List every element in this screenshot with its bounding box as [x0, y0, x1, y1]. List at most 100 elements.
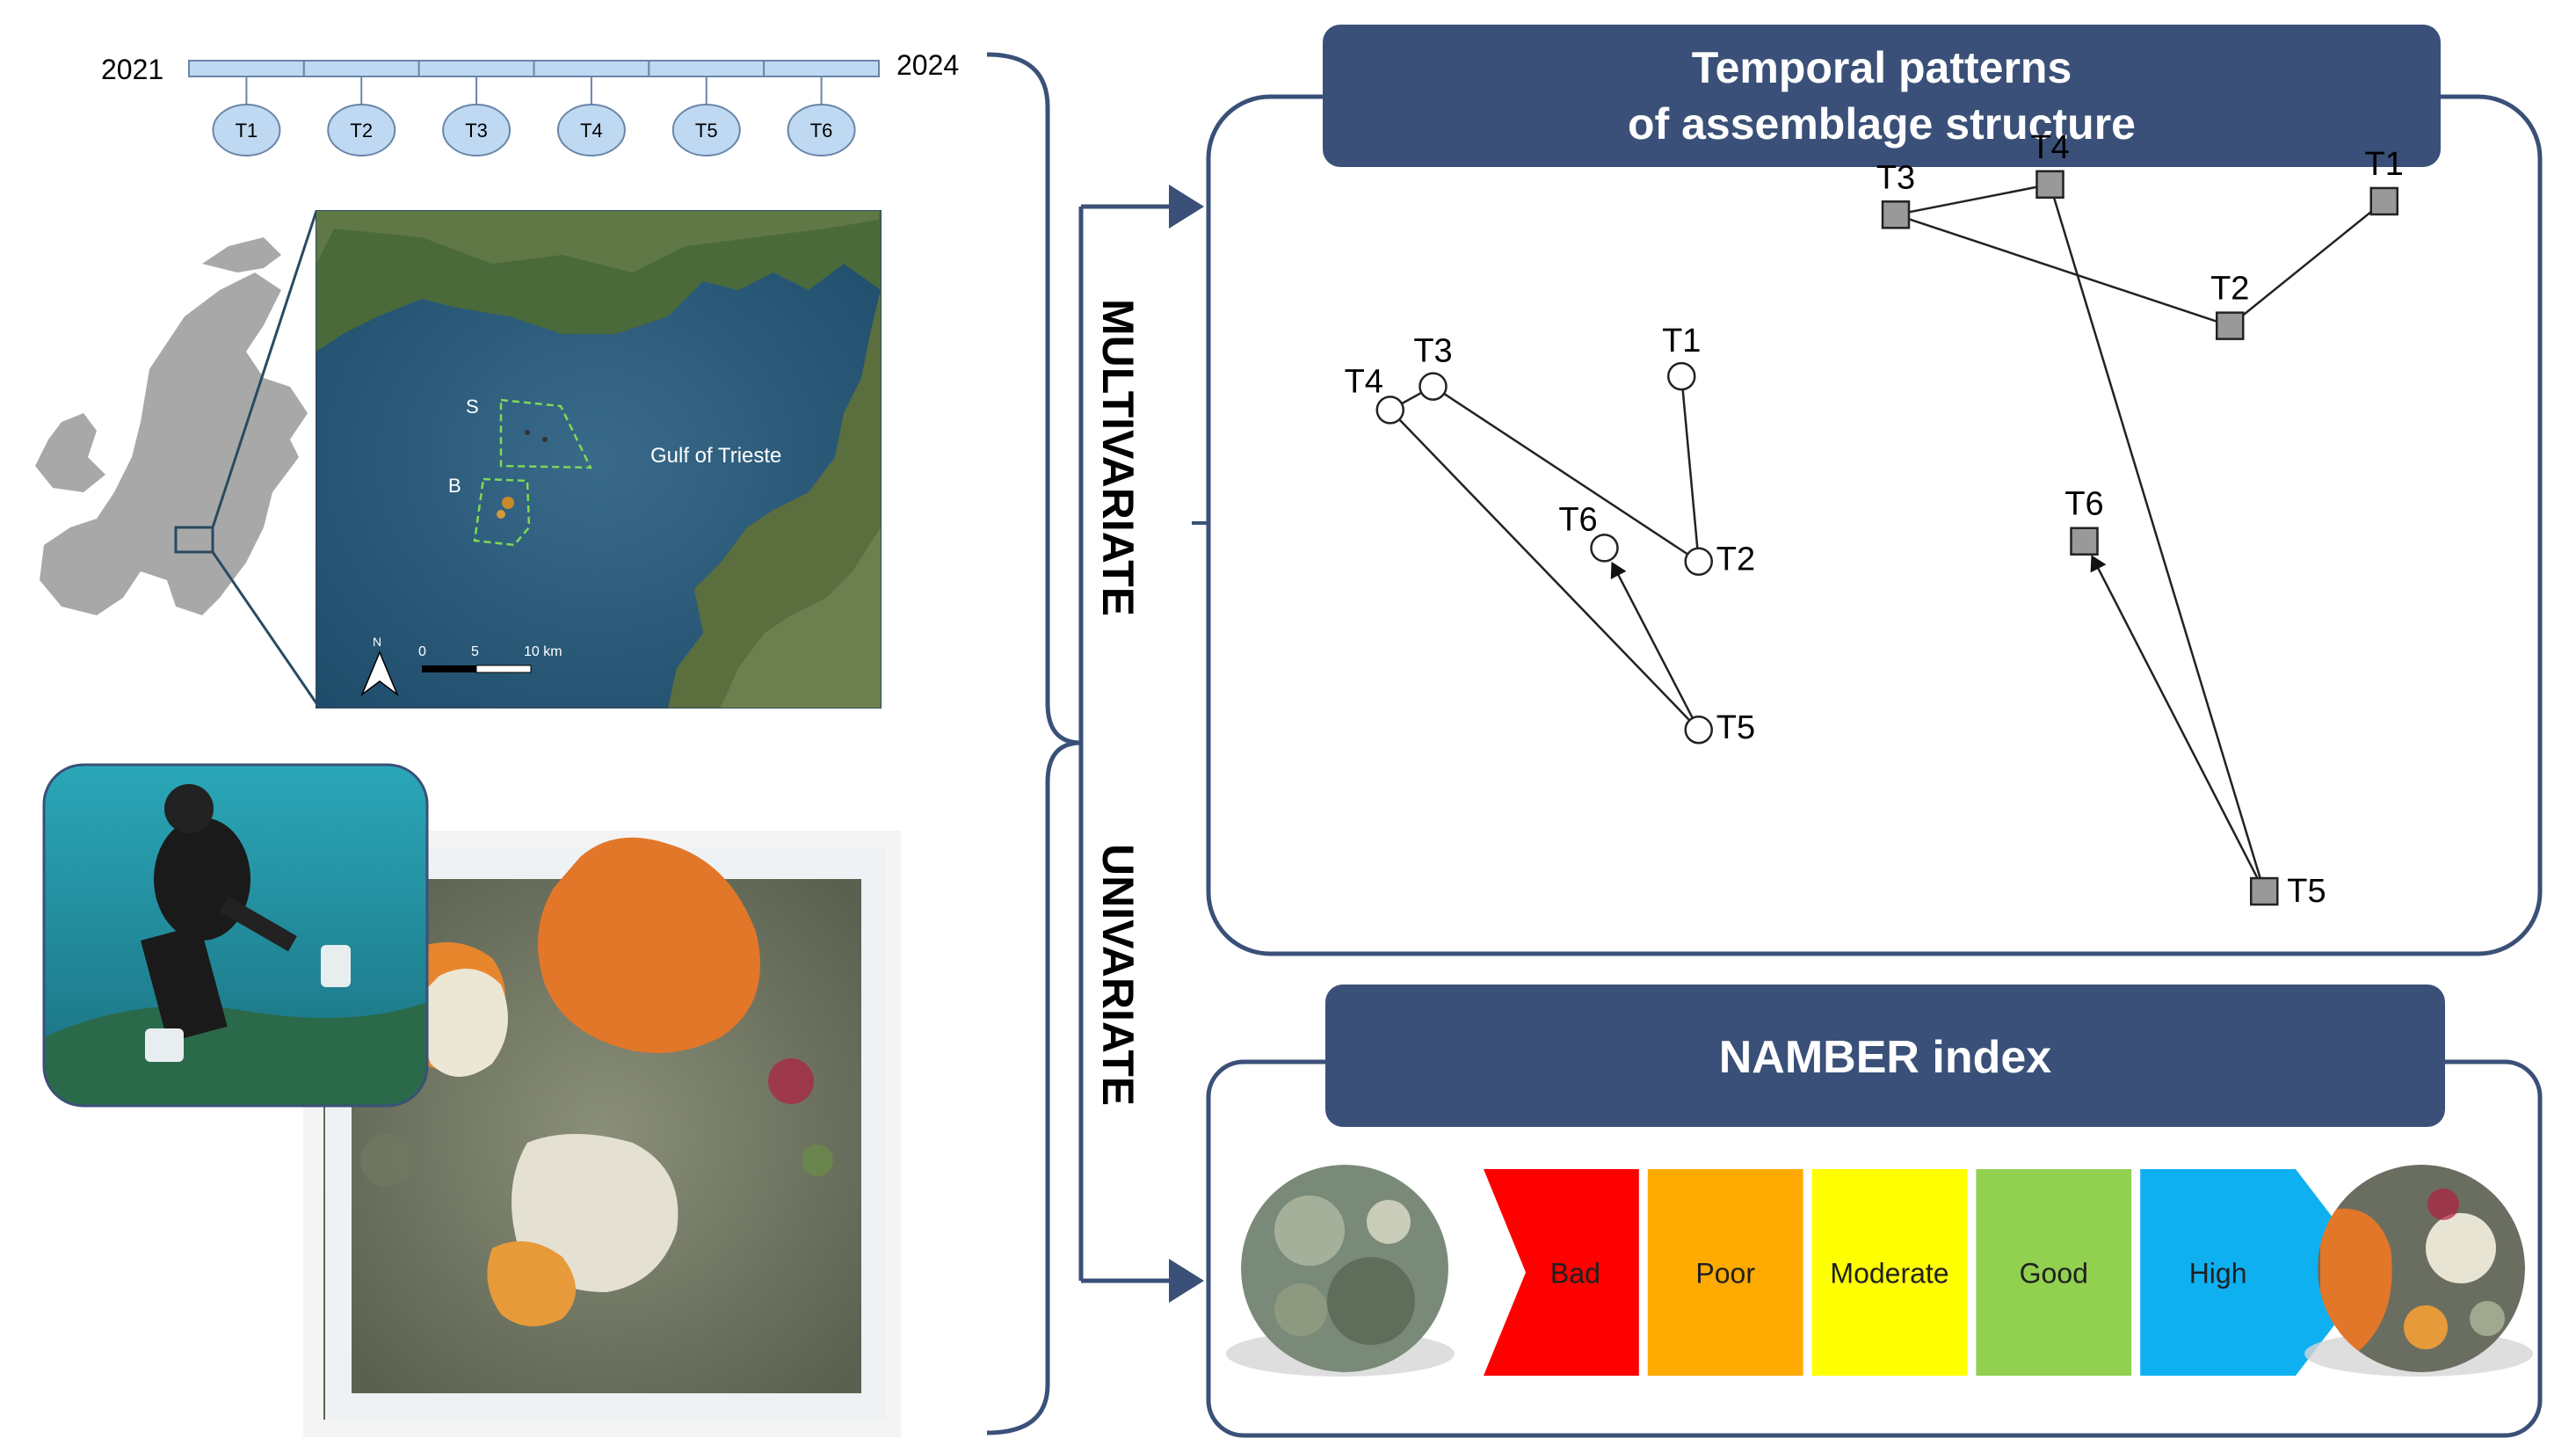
- mds-point-circle: [1684, 715, 1713, 745]
- trajectory-segment: [2049, 184, 2266, 892]
- trajectory-segment: [1610, 561, 1700, 730]
- diver-body: [154, 817, 250, 941]
- benthic-photo-high: [2318, 1165, 2525, 1372]
- europe-map: [35, 210, 318, 704]
- scale-tick-10: 10 km: [524, 644, 562, 659]
- europe-silhouette: [35, 237, 308, 615]
- namber-class-label: Bad: [1550, 1258, 1600, 1290]
- camera-strobe-right: [321, 945, 351, 987]
- trajectory-segment: [2090, 555, 2266, 892]
- trajectory-segment: [1895, 214, 2231, 327]
- mds-point-square: [2070, 527, 2099, 556]
- scale-tick-0: 0: [418, 644, 426, 659]
- site-s-marker-2: [542, 437, 548, 442]
- trajectory-segment: [1432, 385, 1700, 563]
- timeline-node-label: T6: [810, 120, 833, 142]
- namber-class-label: Moderate: [1830, 1258, 1948, 1290]
- mds-point-square: [2216, 311, 2245, 340]
- timeline-node-label: T3: [465, 120, 488, 142]
- timeline-segment: [533, 60, 650, 77]
- timeline-segment: [417, 60, 535, 77]
- timeline-node: [671, 104, 741, 156]
- timeline-node: [556, 104, 626, 156]
- namber-class-label: Poor: [1695, 1258, 1755, 1290]
- timeline-segment: [302, 60, 420, 77]
- right-brace: [986, 52, 1082, 1435]
- timeline-node-label: T5: [695, 120, 718, 142]
- mds-point-label: T5: [1716, 709, 1755, 746]
- trajectory-segment: [1895, 183, 2050, 216]
- satellite-map: S B Gulf of Trieste N 0 5 10 km: [316, 210, 882, 708]
- mds-point-label: T6: [2064, 486, 2103, 523]
- trajectory-segment: [1680, 375, 1700, 562]
- diver-arm: [220, 897, 297, 952]
- mds-point-circle: [1375, 396, 1404, 425]
- timeline-node: [212, 104, 281, 156]
- site-s-marker: [525, 430, 530, 435]
- mds-point-circle: [1684, 547, 1713, 576]
- trajectory-segment: [2229, 200, 2385, 327]
- mds-point-label: T2: [1716, 541, 1755, 578]
- site-b-marker: [502, 497, 514, 509]
- timeline-node-label: T1: [236, 120, 258, 142]
- map-zoom-box: [174, 526, 214, 554]
- white-sponge: [418, 969, 508, 1077]
- camera-strobe-left: [145, 1028, 184, 1062]
- mds-point-circle: [1667, 361, 1696, 391]
- grey-patch: [360, 1134, 413, 1187]
- scale-bar-white: [475, 665, 532, 673]
- diver-legs: [141, 924, 228, 1043]
- temporal-panel: Temporal patterns of assemblage structur…: [1206, 25, 2543, 956]
- mds-point-square: [2250, 876, 2279, 906]
- scale-tick-5: 5: [471, 644, 479, 659]
- timeline-node-label: T2: [350, 120, 373, 142]
- benthic-photo-poor: [1241, 1165, 1448, 1372]
- north-arrow-icon: [360, 650, 399, 697]
- site-b-label: B: [448, 475, 461, 497]
- timeline-node: [327, 104, 396, 156]
- namber-class-label: High: [2189, 1258, 2247, 1290]
- namber-class-bad: [1484, 1169, 1639, 1376]
- site-s-area: [499, 398, 593, 469]
- timeline-segment: [188, 60, 305, 77]
- mds-point-square: [2035, 170, 2064, 200]
- site-s-label: S: [466, 396, 479, 418]
- timeline-segment: [763, 60, 881, 77]
- namber-title: NAMBER index: [1719, 1032, 2052, 1083]
- mds-point-label: T1: [1662, 323, 1701, 360]
- temporal-panel-frame: [1206, 94, 2543, 956]
- north-label: N: [373, 635, 381, 649]
- zoom-line-top: [211, 210, 318, 528]
- mds-point-square: [1881, 200, 1911, 229]
- scale-bar-black: [422, 665, 476, 672]
- mds-point-label: T3: [1876, 159, 1915, 196]
- temporal-header: [1323, 25, 2441, 167]
- mds-point-circle: [1590, 534, 1619, 563]
- temporal-title-line2: of assemblage structure: [1628, 99, 2136, 149]
- orange-sponge: [538, 837, 760, 1053]
- namber-class-moderate: [1811, 1169, 1968, 1376]
- trajectory-segment: [1389, 409, 1700, 731]
- gulf-label: Gulf of Trieste: [650, 444, 781, 468]
- zoom-line-bottom: [211, 551, 318, 704]
- site-b-area: [473, 477, 531, 547]
- mds-point-label: T1: [2365, 146, 2404, 183]
- namber-class-good: [1976, 1169, 2132, 1376]
- mds-point-label: T4: [2030, 129, 2069, 166]
- univariate-label: UNIVARIATE: [1093, 844, 1143, 1106]
- mds-point-label: T2: [2210, 271, 2249, 308]
- north-coast-detail: [316, 211, 879, 272]
- temporal-title-line1: Temporal patterns: [1692, 43, 2072, 92]
- diver-photo: [42, 763, 429, 1108]
- diver-head: [164, 784, 214, 833]
- multivariate-label: MULTIVARIATE: [1093, 299, 1143, 616]
- mds-point-square: [2369, 186, 2398, 216]
- mds-point-label: T4: [1345, 363, 1383, 400]
- mds-point-circle: [1419, 372, 1448, 401]
- timeline-end-year: 2024: [896, 49, 959, 81]
- east-coast-detail: [721, 527, 881, 708]
